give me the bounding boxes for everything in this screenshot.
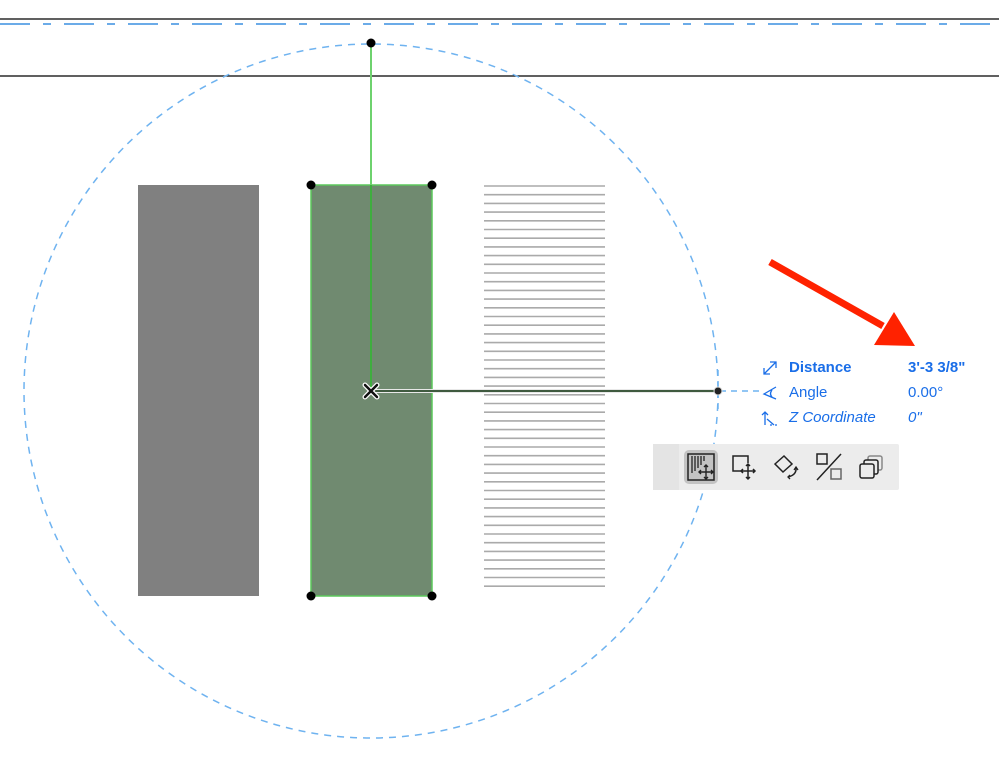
drag-with-fill-button[interactable]	[684, 450, 718, 484]
pet-palette	[653, 444, 899, 490]
hotspot-bottom-left[interactable]	[306, 591, 316, 601]
tracker-label: Angle	[789, 384, 828, 401]
tracker-label: Z Coordinate	[789, 409, 876, 426]
gray-solid-rectangle[interactable]	[138, 185, 259, 596]
tracker-row-angle[interactable]: Angle 0.00°	[758, 382, 999, 404]
tracker-value[interactable]: 3'-3 3/8"	[908, 359, 966, 376]
hotspot-bottom-right[interactable]	[427, 591, 437, 601]
drag-copy-button[interactable]	[727, 450, 761, 484]
multiply-icon	[859, 455, 883, 479]
hatched-rectangle[interactable]	[484, 185, 605, 588]
mirror-icon	[816, 453, 842, 481]
angle-icon	[762, 386, 777, 400]
annotation-arrow-icon	[768, 258, 915, 346]
hotspot-top[interactable]	[366, 38, 376, 48]
cursor-point[interactable]	[713, 386, 723, 396]
pet-palette-handle[interactable]	[653, 444, 679, 490]
origin-x-icon	[362, 382, 380, 400]
mirror-button[interactable]	[812, 450, 846, 484]
tracker-value[interactable]: 0.00°	[908, 384, 944, 401]
tracker-row-z-coordinate[interactable]: Z Coordinate 0"	[758, 407, 999, 429]
tracker-value[interactable]: 0"	[908, 409, 922, 426]
tracker-label: Distance	[789, 359, 852, 376]
z-coordinate-icon	[761, 411, 777, 426]
hotspot-top-left[interactable]	[306, 180, 316, 190]
drag-with-fill-icon	[687, 453, 715, 481]
hotspot-top-right[interactable]	[427, 180, 437, 190]
multiply-button[interactable]	[855, 450, 889, 484]
tracker-row-distance[interactable]: Distance 3'-3 3/8"	[758, 357, 999, 379]
rotate-button[interactable]	[769, 450, 803, 484]
drag-copy-icon	[732, 455, 757, 481]
distance-icon	[763, 361, 777, 375]
rotate-icon	[773, 454, 799, 480]
